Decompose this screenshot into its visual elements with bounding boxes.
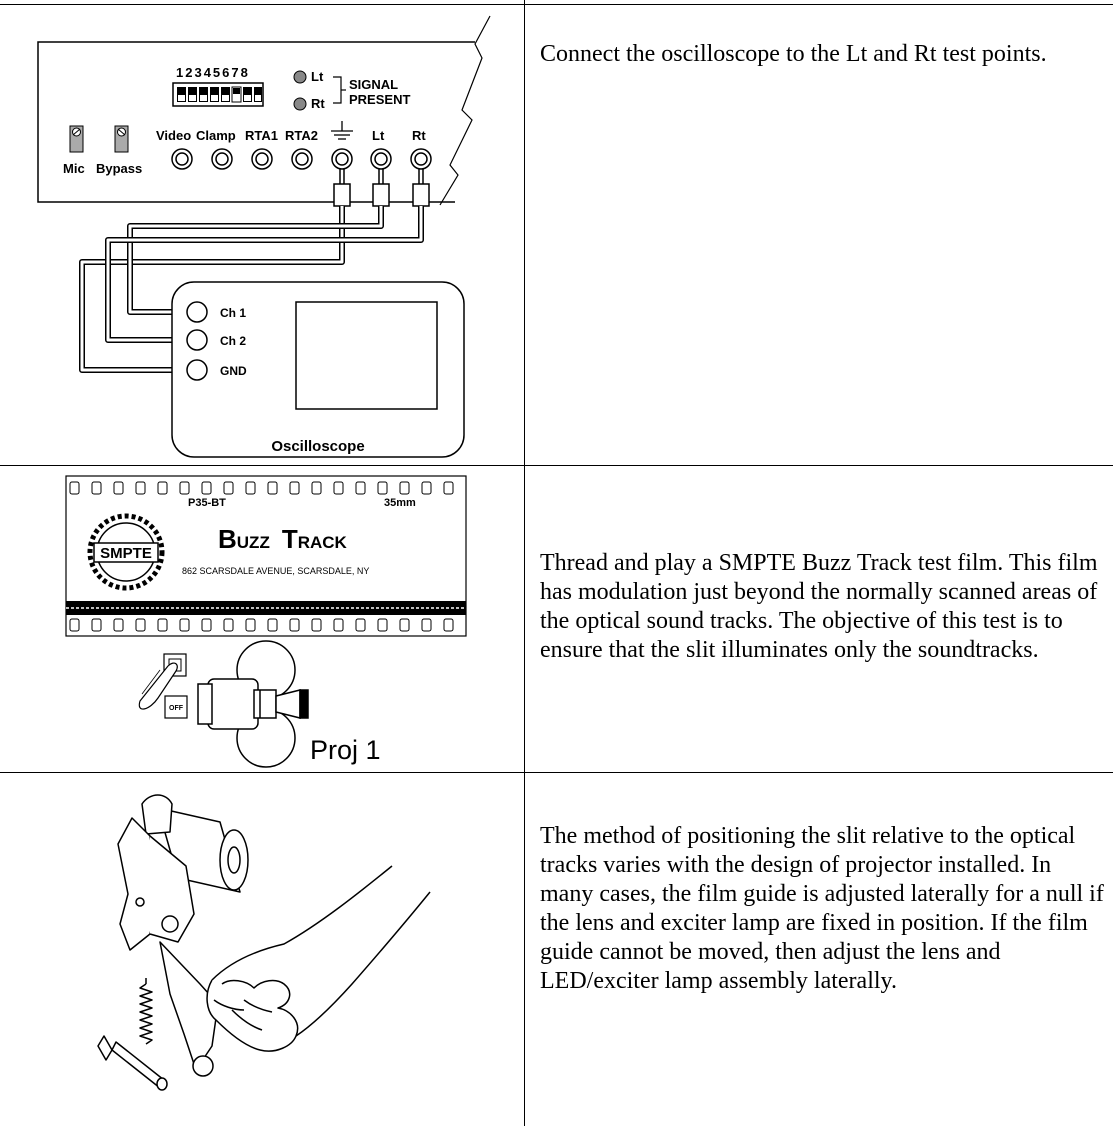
rt-led-label: Rt: [311, 96, 325, 111]
lt-led-icon: [294, 71, 306, 83]
oscilloscope: Ch 1 Ch 2 GND Oscilloscope: [172, 282, 464, 457]
row-divider-2: [0, 772, 1113, 773]
instruction-text-2: Thread and play a SMPTE Buzz Track test …: [540, 549, 1110, 665]
dip-switch: [173, 83, 263, 106]
smpte-logo: SMPTE: [90, 516, 162, 588]
mic-trimmer-icon: [70, 126, 83, 152]
mic-label: Mic: [63, 161, 85, 176]
jack-rta1-icon: [252, 149, 272, 169]
signal-label: SIGNAL: [349, 77, 398, 92]
present-label: PRESENT: [349, 92, 410, 107]
film-code: P35-BT: [188, 497, 226, 509]
film-gauge: 35mm: [384, 497, 416, 509]
ch1-label: Ch 1: [220, 306, 246, 320]
jack-ground-icon: [332, 149, 352, 169]
instruction-text-3: The method of positioning the slit relat…: [540, 822, 1110, 996]
projector-icon: [198, 641, 308, 767]
lt-led-label: Lt: [311, 69, 324, 84]
ground-symbol-icon: [331, 121, 353, 139]
gnd-label: GND: [220, 364, 247, 378]
off-label: OFF: [169, 705, 184, 712]
processor-panel: 12345678: [38, 16, 490, 205]
jack-label-clamp: Clamp: [196, 128, 236, 143]
adjusting-hand-icon: [207, 866, 430, 1051]
jack-label-rt: Rt: [412, 128, 426, 143]
ch2-input-icon: [187, 330, 207, 350]
column-divider: [524, 0, 525, 1126]
projector-label: Proj 1: [310, 735, 381, 765]
oscilloscope-screen: [296, 302, 437, 409]
jack-video-icon: [172, 149, 192, 169]
probe-clips: [334, 169, 429, 206]
instruction-text-1: Connect the oscilloscope to the Lt and R…: [540, 40, 1110, 69]
ch2-label: Ch 2: [220, 334, 246, 348]
jack-lt-icon: [371, 149, 391, 169]
bypass-label: Bypass: [96, 161, 142, 176]
jack-label-video: Video: [156, 128, 191, 143]
hand-pressing-switch-icon: OFF: [139, 654, 187, 718]
oscilloscope-connection-diagram: 12345678: [0, 0, 524, 465]
jack-label-rta1: RTA1: [245, 128, 278, 143]
film-guide-mechanism: [98, 795, 248, 1090]
jack-label-lt: Lt: [372, 128, 385, 143]
dip-switch-numbers: 12345678: [176, 65, 250, 80]
rt-led-icon: [294, 98, 306, 110]
jack-clamp-icon: [212, 149, 232, 169]
bypass-trimmer-icon: [115, 126, 128, 152]
jack-rt-icon: [411, 149, 431, 169]
smpte-logo-text: SMPTE: [100, 545, 152, 562]
film-guide-adjustment-illustration: [0, 774, 524, 1126]
jack-rta2-icon: [292, 149, 312, 169]
gnd-input-icon: [187, 360, 207, 380]
jack-label-rta2: RTA2: [285, 128, 318, 143]
ch1-input-icon: [187, 302, 207, 322]
film-address: 862 SCARSDALE AVENUE, SCARSDALE, NY: [182, 566, 369, 576]
oscilloscope-title: Oscilloscope: [271, 438, 364, 455]
